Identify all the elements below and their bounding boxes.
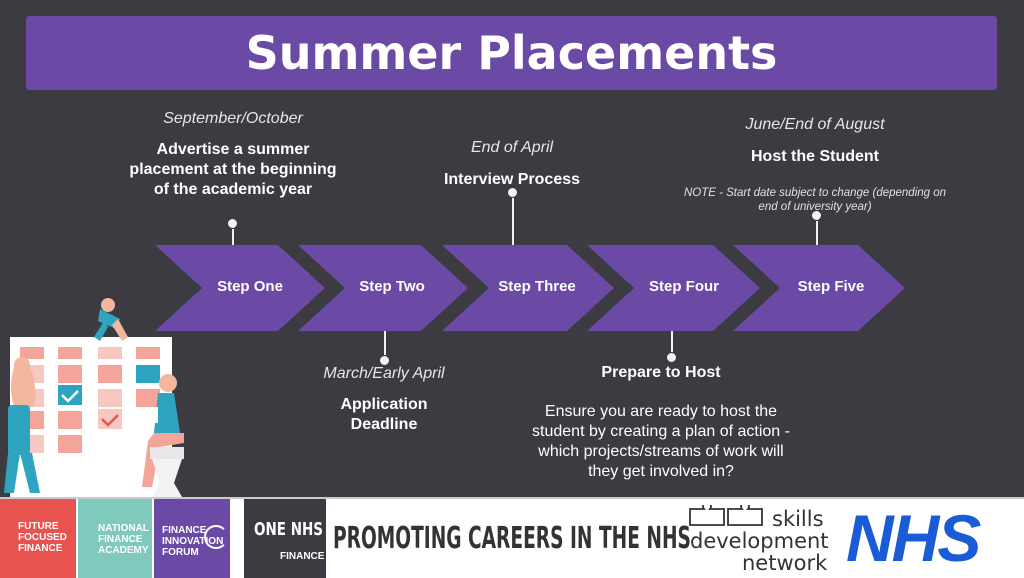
application-connector [384,331,386,357]
step-three-label: Step Three [498,278,576,295]
host-note: NOTE - Start date subject to change (dep… [683,187,947,213]
one-nhs-text: ONE NHS [254,519,324,540]
one-nhs-finance-logo: ONE NHS FINANCE [244,499,326,578]
puzzle-icon [689,505,763,526]
host-dot [811,210,822,221]
step-four-label: Step Four [649,278,719,295]
application-date: March/Early April [323,365,445,382]
national-finance-academy-logo: NATIONAL FINANCE ACADEMY [78,499,152,578]
advertise-dot [227,218,238,229]
title-banner: Summer Placements [26,16,997,90]
interview-connector [512,197,514,245]
chevron-step-five [733,245,905,331]
prepare-connector [671,331,673,355]
step-two-label: Step Two [359,278,425,295]
application-label: Application Deadline [340,396,428,433]
chevron-step-two [298,245,468,331]
host-date: June/End of August [745,116,885,133]
chevron-step-three [442,245,614,331]
sdn-line-3: network [742,551,828,575]
nhs-logo: NHS [846,501,981,575]
interview-date: End of April [470,139,554,156]
sdn-line-2: development [690,529,829,553]
step-one-label: Step One [217,278,283,295]
advertise-label: Advertise a summer placement at the begi… [129,141,337,198]
step-five-label: Step Five [797,278,865,295]
national-finance-academy-text: NATIONAL FINANCE ACADEMY [98,523,149,556]
prepare-body: Ensure you are ready to host the student… [532,403,790,480]
finance-innovation-forum-logo: FINANCE INNOVATION FORUM [154,499,230,578]
sdn-line-1: skills [772,507,824,531]
future-focused-finance-text: FUTURE FOCUSED FINANCE [18,521,67,554]
one-nhs-finance-subtext: FINANCE [280,551,325,562]
chevron-step-four [587,245,760,331]
host-connector [816,220,818,245]
future-focused-finance-logo: FUTURE FOCUSED FINANCE [0,499,76,578]
person-sitting [134,374,184,497]
advertise-date: September/October [163,110,303,127]
page-title: Summer Placements [245,26,778,80]
prepare-label: Prepare to Host [601,364,721,381]
interview-dot [507,187,518,198]
finance-innovation-forum-text: FINANCE INNOVATION FORUM [162,525,224,558]
person-standing [4,357,40,493]
interview-label: Interview Process [443,171,581,188]
partner-footer: FUTURE FOCUSED FINANCE NATIONAL FINANCE … [0,497,1024,578]
person-climbing [94,298,128,341]
planning-illustration [4,298,184,497]
promoting-careers-text: PROMOTING CAREERS IN THE NHS [333,521,691,556]
application-dot [379,355,390,366]
chevron-step-one [155,245,325,331]
forum-circle-icon [204,525,228,549]
prepare-dot [666,352,677,363]
host-label: Host the Student [751,148,879,165]
advertise-connector [232,224,234,245]
